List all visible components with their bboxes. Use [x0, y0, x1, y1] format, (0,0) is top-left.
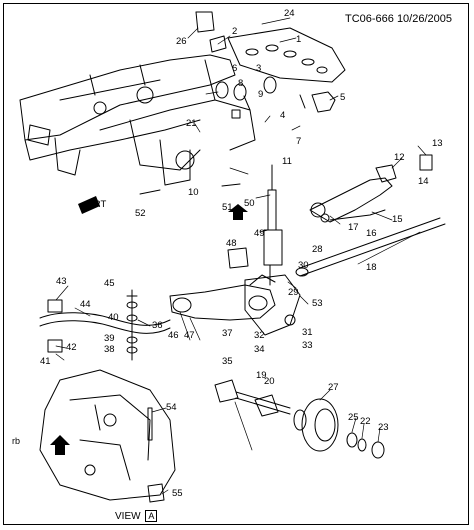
callout-16: 16	[366, 228, 377, 239]
callout-47: 47	[184, 330, 195, 341]
callout-24: 24	[284, 8, 295, 19]
callout-28: 28	[312, 244, 323, 255]
callout-12: 12	[394, 152, 405, 163]
bracket-26	[195, 11, 215, 33]
callout-50: 50	[244, 198, 255, 209]
callout-54: 54	[166, 402, 177, 413]
callout-23: 23	[378, 422, 389, 433]
callout-14: 14	[418, 176, 429, 187]
shock-absorber	[263, 164, 283, 286]
callout-53: 53	[312, 298, 323, 309]
callout-6: 6	[232, 63, 237, 74]
callout-30: 30	[298, 260, 309, 271]
corner-tag: rb	[12, 436, 21, 446]
ball-joint-31	[284, 314, 296, 326]
callout-45: 45	[104, 278, 115, 289]
callout-34: 34	[254, 344, 265, 355]
callout-20: 20	[264, 376, 275, 387]
callout-2: 2	[232, 26, 237, 37]
callout-15: 15	[392, 214, 403, 225]
callout-42: 42	[66, 342, 77, 353]
callout-38: 38	[104, 344, 115, 355]
callout-19: 19	[256, 370, 267, 381]
callout-25: 25	[348, 412, 359, 423]
callout-18: 18	[366, 262, 377, 273]
tie-rod	[295, 217, 446, 277]
callout-7: 7	[296, 136, 301, 147]
view-label-letter: A	[145, 510, 158, 522]
callout-55: 55	[172, 488, 183, 499]
bracket-55	[147, 483, 165, 503]
callout-17: 17	[348, 222, 359, 233]
callout-32: 32	[254, 330, 265, 341]
drawing-id: TC06-666 10/26/2005	[344, 13, 452, 25]
callout-26: 26	[176, 36, 187, 47]
view-a-detail	[39, 369, 176, 501]
callout-31: 31	[302, 327, 313, 338]
callout-49: 49	[254, 228, 265, 239]
hub-rotor	[293, 398, 339, 452]
skid-plate-bracket	[227, 27, 346, 83]
callout-29: 29	[288, 287, 299, 298]
view-label-text: VIEW	[115, 511, 141, 522]
nut-13	[419, 154, 433, 171]
upper-control-arm	[309, 177, 393, 223]
svg-text:FRT: FRT	[88, 199, 106, 210]
callout-46: 46	[168, 330, 179, 341]
ball-joint-12	[375, 164, 397, 183]
axle-shaft	[214, 379, 291, 417]
cap-23	[371, 441, 385, 459]
callout-35: 35	[222, 356, 233, 367]
callout-37: 37	[222, 328, 233, 339]
callout-43: 43	[56, 276, 67, 287]
clip-2	[209, 35, 227, 53]
bump-stop-48	[227, 247, 249, 269]
callout-21: 21	[186, 118, 197, 129]
callout-11: 11	[282, 156, 292, 167]
bolt-51	[221, 183, 241, 187]
front-direction-arrow-icon: FRT	[78, 196, 106, 214]
callout-22: 22	[360, 416, 371, 427]
callout-3: 3	[256, 63, 261, 74]
callout-44: 44	[80, 299, 91, 310]
callout-40: 40	[108, 312, 119, 323]
callout-9: 9	[258, 89, 263, 100]
bushing-5	[311, 91, 336, 113]
callout-1: 1	[296, 34, 301, 45]
callout-27: 27	[328, 382, 339, 393]
lower-control-arm	[169, 274, 276, 321]
callout-8: 8	[238, 78, 243, 89]
stabilizer-bar	[39, 299, 171, 353]
callout-39: 39	[104, 333, 115, 344]
knuckle	[244, 274, 301, 336]
callout-51: 51	[222, 202, 233, 213]
leader-lines	[55, 17, 427, 495]
callout-41: 41	[40, 356, 51, 367]
washer-25	[346, 432, 358, 448]
stabilizer-link	[126, 289, 138, 361]
view-label: VIEW A	[115, 510, 158, 522]
view-a-arrow-icon	[50, 204, 248, 455]
callout-5: 5	[340, 92, 345, 103]
nut-22	[357, 438, 367, 452]
callout-48: 48	[226, 238, 237, 249]
drawing-frame	[3, 3, 469, 525]
callout-4: 4	[280, 110, 285, 121]
callout-36: 36	[152, 320, 163, 331]
callout-13: 13	[432, 138, 443, 149]
bolt-52	[139, 189, 161, 195]
frame-crossmember	[19, 54, 256, 186]
callout-52: 52	[135, 208, 146, 219]
callout-33: 33	[302, 340, 313, 351]
cam-washers	[215, 76, 306, 119]
callout-labels: 1 2 3 4 5 6 7 8 9 10 11 12 13 14 15 16 1…	[40, 8, 443, 499]
callout-10: 10	[188, 187, 199, 198]
